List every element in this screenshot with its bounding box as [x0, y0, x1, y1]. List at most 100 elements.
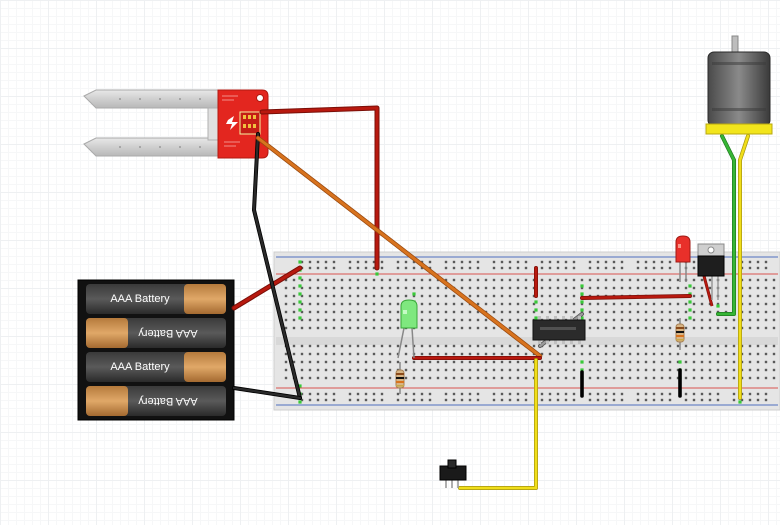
rail-hole [756, 392, 760, 396]
connected-hole [716, 304, 720, 308]
terminal-hole [604, 286, 608, 290]
terminal-hole [404, 360, 408, 364]
terminal-hole [364, 326, 368, 330]
rail-hole [476, 260, 480, 264]
terminal-hole [676, 302, 680, 306]
terminal-hole [644, 310, 648, 314]
terminal-hole [708, 376, 712, 380]
terminal-hole [708, 318, 712, 322]
terminal-hole [460, 344, 464, 348]
terminal-hole [364, 376, 368, 380]
terminal-hole [356, 286, 360, 290]
terminal-hole [628, 286, 632, 290]
terminal-hole [516, 294, 520, 298]
terminal-hole [308, 326, 312, 330]
terminal-hole [364, 318, 368, 322]
terminal-hole [388, 318, 392, 322]
terminal-hole [724, 286, 728, 290]
terminal-hole [732, 352, 736, 356]
terminal-hole [444, 318, 448, 322]
terminal-hole [316, 352, 320, 356]
terminal-hole [348, 286, 352, 290]
terminal-hole [364, 278, 368, 282]
terminal-hole [636, 278, 640, 282]
terminal-hole [396, 318, 400, 322]
rail-hole [356, 392, 360, 396]
terminal-hole [724, 352, 728, 356]
terminal-hole [292, 286, 296, 290]
terminal-hole [748, 352, 752, 356]
battery-cell: AAA Battery [86, 318, 226, 348]
rail-hole [596, 266, 600, 270]
terminal-hole [636, 302, 640, 306]
center-channel [276, 337, 778, 345]
terminal-hole [468, 286, 472, 290]
terminal-hole [460, 278, 464, 282]
terminal-hole [388, 310, 392, 314]
terminal-hole [604, 278, 608, 282]
terminal-hole [708, 360, 712, 364]
terminal-hole [380, 376, 384, 380]
terminal-hole [404, 278, 408, 282]
terminal-hole [468, 310, 472, 314]
battery-cell-cap [184, 352, 226, 382]
terminal-hole [556, 376, 560, 380]
terminal-hole [436, 302, 440, 306]
terminal-hole [484, 302, 488, 306]
rail-hole [452, 260, 456, 264]
terminal-hole [684, 360, 688, 364]
rail-hole [380, 260, 384, 264]
terminal-hole [596, 344, 600, 348]
terminal-hole [412, 294, 416, 298]
terminal-hole [660, 286, 664, 290]
terminal-hole [340, 286, 344, 290]
terminal-hole [732, 360, 736, 364]
terminal-hole [668, 318, 672, 322]
terminal-hole [588, 318, 592, 322]
terminal-hole [676, 368, 680, 372]
terminal-hole [412, 286, 416, 290]
terminal-hole [764, 286, 768, 290]
terminal-hole [636, 360, 640, 364]
terminal-hole [700, 302, 704, 306]
terminal-hole [540, 376, 544, 380]
terminal-hole [492, 310, 496, 314]
rail-hole [452, 266, 456, 270]
rail-hole [356, 398, 360, 402]
terminal-hole [700, 310, 704, 314]
connected-hole [580, 308, 584, 312]
terminal-hole [300, 368, 304, 372]
terminal-hole [676, 376, 680, 380]
terminal-hole [716, 302, 720, 306]
rail-hole [556, 260, 560, 264]
rail-hole [308, 266, 312, 270]
rail-hole [500, 266, 504, 270]
terminal-hole [452, 294, 456, 298]
terminal-hole [724, 278, 728, 282]
terminal-hole [540, 286, 544, 290]
terminal-hole [604, 352, 608, 356]
terminal-hole [444, 360, 448, 364]
terminal-hole [652, 318, 656, 322]
rail-hole [300, 398, 304, 402]
terminal-hole [356, 310, 360, 314]
terminal-hole [572, 344, 576, 348]
rail-hole [420, 266, 424, 270]
terminal-hole [732, 376, 736, 380]
connected-hole [580, 360, 584, 364]
connected-hole [580, 284, 584, 288]
terminal-hole [284, 294, 288, 298]
terminal-hole [324, 352, 328, 356]
terminal-hole [332, 376, 336, 380]
battery-cell: AAA Battery [86, 284, 226, 314]
terminal-hole [564, 310, 568, 314]
terminal-hole [332, 368, 336, 372]
terminal-hole [772, 344, 776, 348]
terminal-hole [572, 352, 576, 356]
rail-hole [620, 266, 624, 270]
connected-hole [688, 308, 692, 312]
terminal-hole [468, 326, 472, 330]
terminal-hole [572, 294, 576, 298]
terminal-hole [348, 310, 352, 314]
terminal-hole [516, 302, 520, 306]
